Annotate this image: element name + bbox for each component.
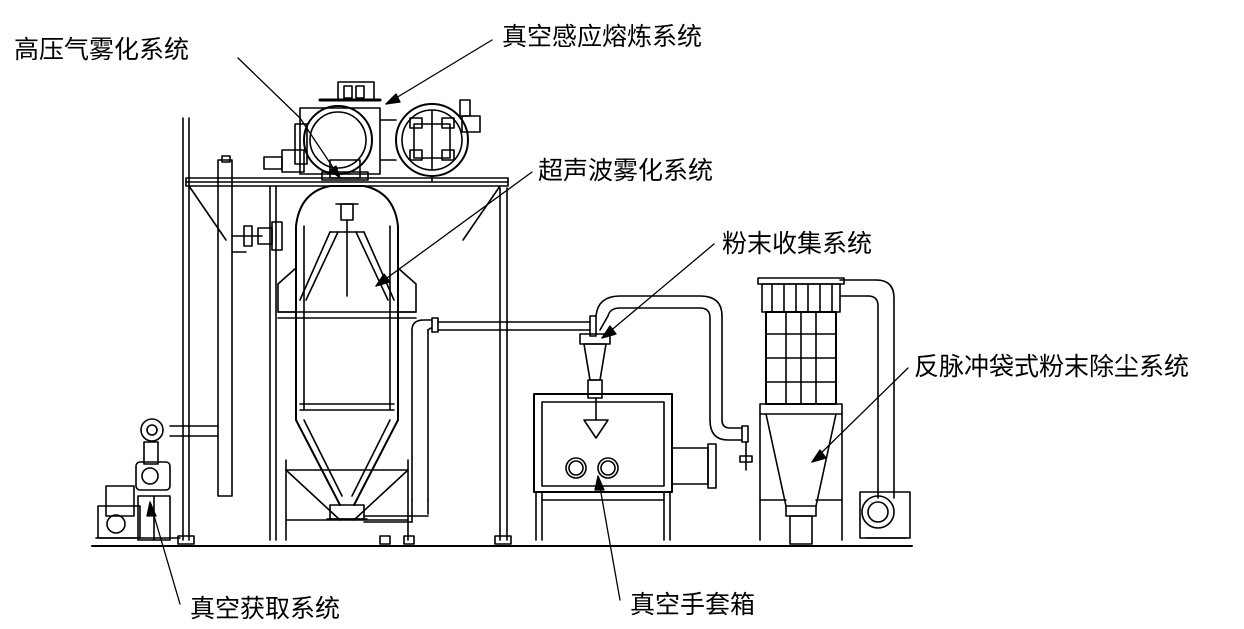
leader-lines (146, 39, 909, 605)
arrow-vacuum-acquisition (146, 501, 157, 517)
arrow-glove-box (594, 475, 605, 491)
leader-vacuum-melting (385, 39, 493, 105)
leader-powder-collection (601, 243, 715, 339)
powder-collection-piping (363, 295, 753, 523)
arrow-powder-collection (601, 325, 617, 339)
leader-glove-box (597, 475, 621, 601)
induction-furnace-door (379, 99, 481, 183)
arrow-vacuum-melting (385, 93, 401, 105)
label-ultrasonic-atomization: 超声波雾化系统 (538, 156, 714, 185)
bag-dust-collector (757, 277, 911, 545)
atomization-tower (277, 185, 417, 545)
leader-dust-removal (811, 367, 909, 463)
vacuum-pump-assembly (95, 155, 283, 541)
label-vacuum-acquisition: 真空获取系统 (190, 594, 341, 623)
arrow-ultrasonic (375, 273, 391, 287)
label-vacuum-induction-melting: 真空感应熔炼系统 (502, 22, 703, 51)
leader-vacuum-acquisition (149, 501, 181, 605)
label-powder-collection: 粉末收集系统 (722, 229, 873, 258)
arrow-dust-removal (811, 449, 827, 463)
arrow-high-pressure (329, 165, 341, 179)
leader-high-pressure (237, 57, 341, 179)
main-frame (177, 117, 512, 545)
leader-ultrasonic (375, 171, 533, 287)
label-vacuum-glove-box: 真空手套箱 (630, 590, 756, 619)
glove-box (533, 393, 717, 541)
melting-chamber (263, 81, 382, 181)
label-high-pressure-gas-atomization: 高压气雾化系统 (14, 35, 190, 64)
label-pulse-bag-dust-removal: 反脉冲袋式粉末除尘系统 (914, 352, 1190, 381)
